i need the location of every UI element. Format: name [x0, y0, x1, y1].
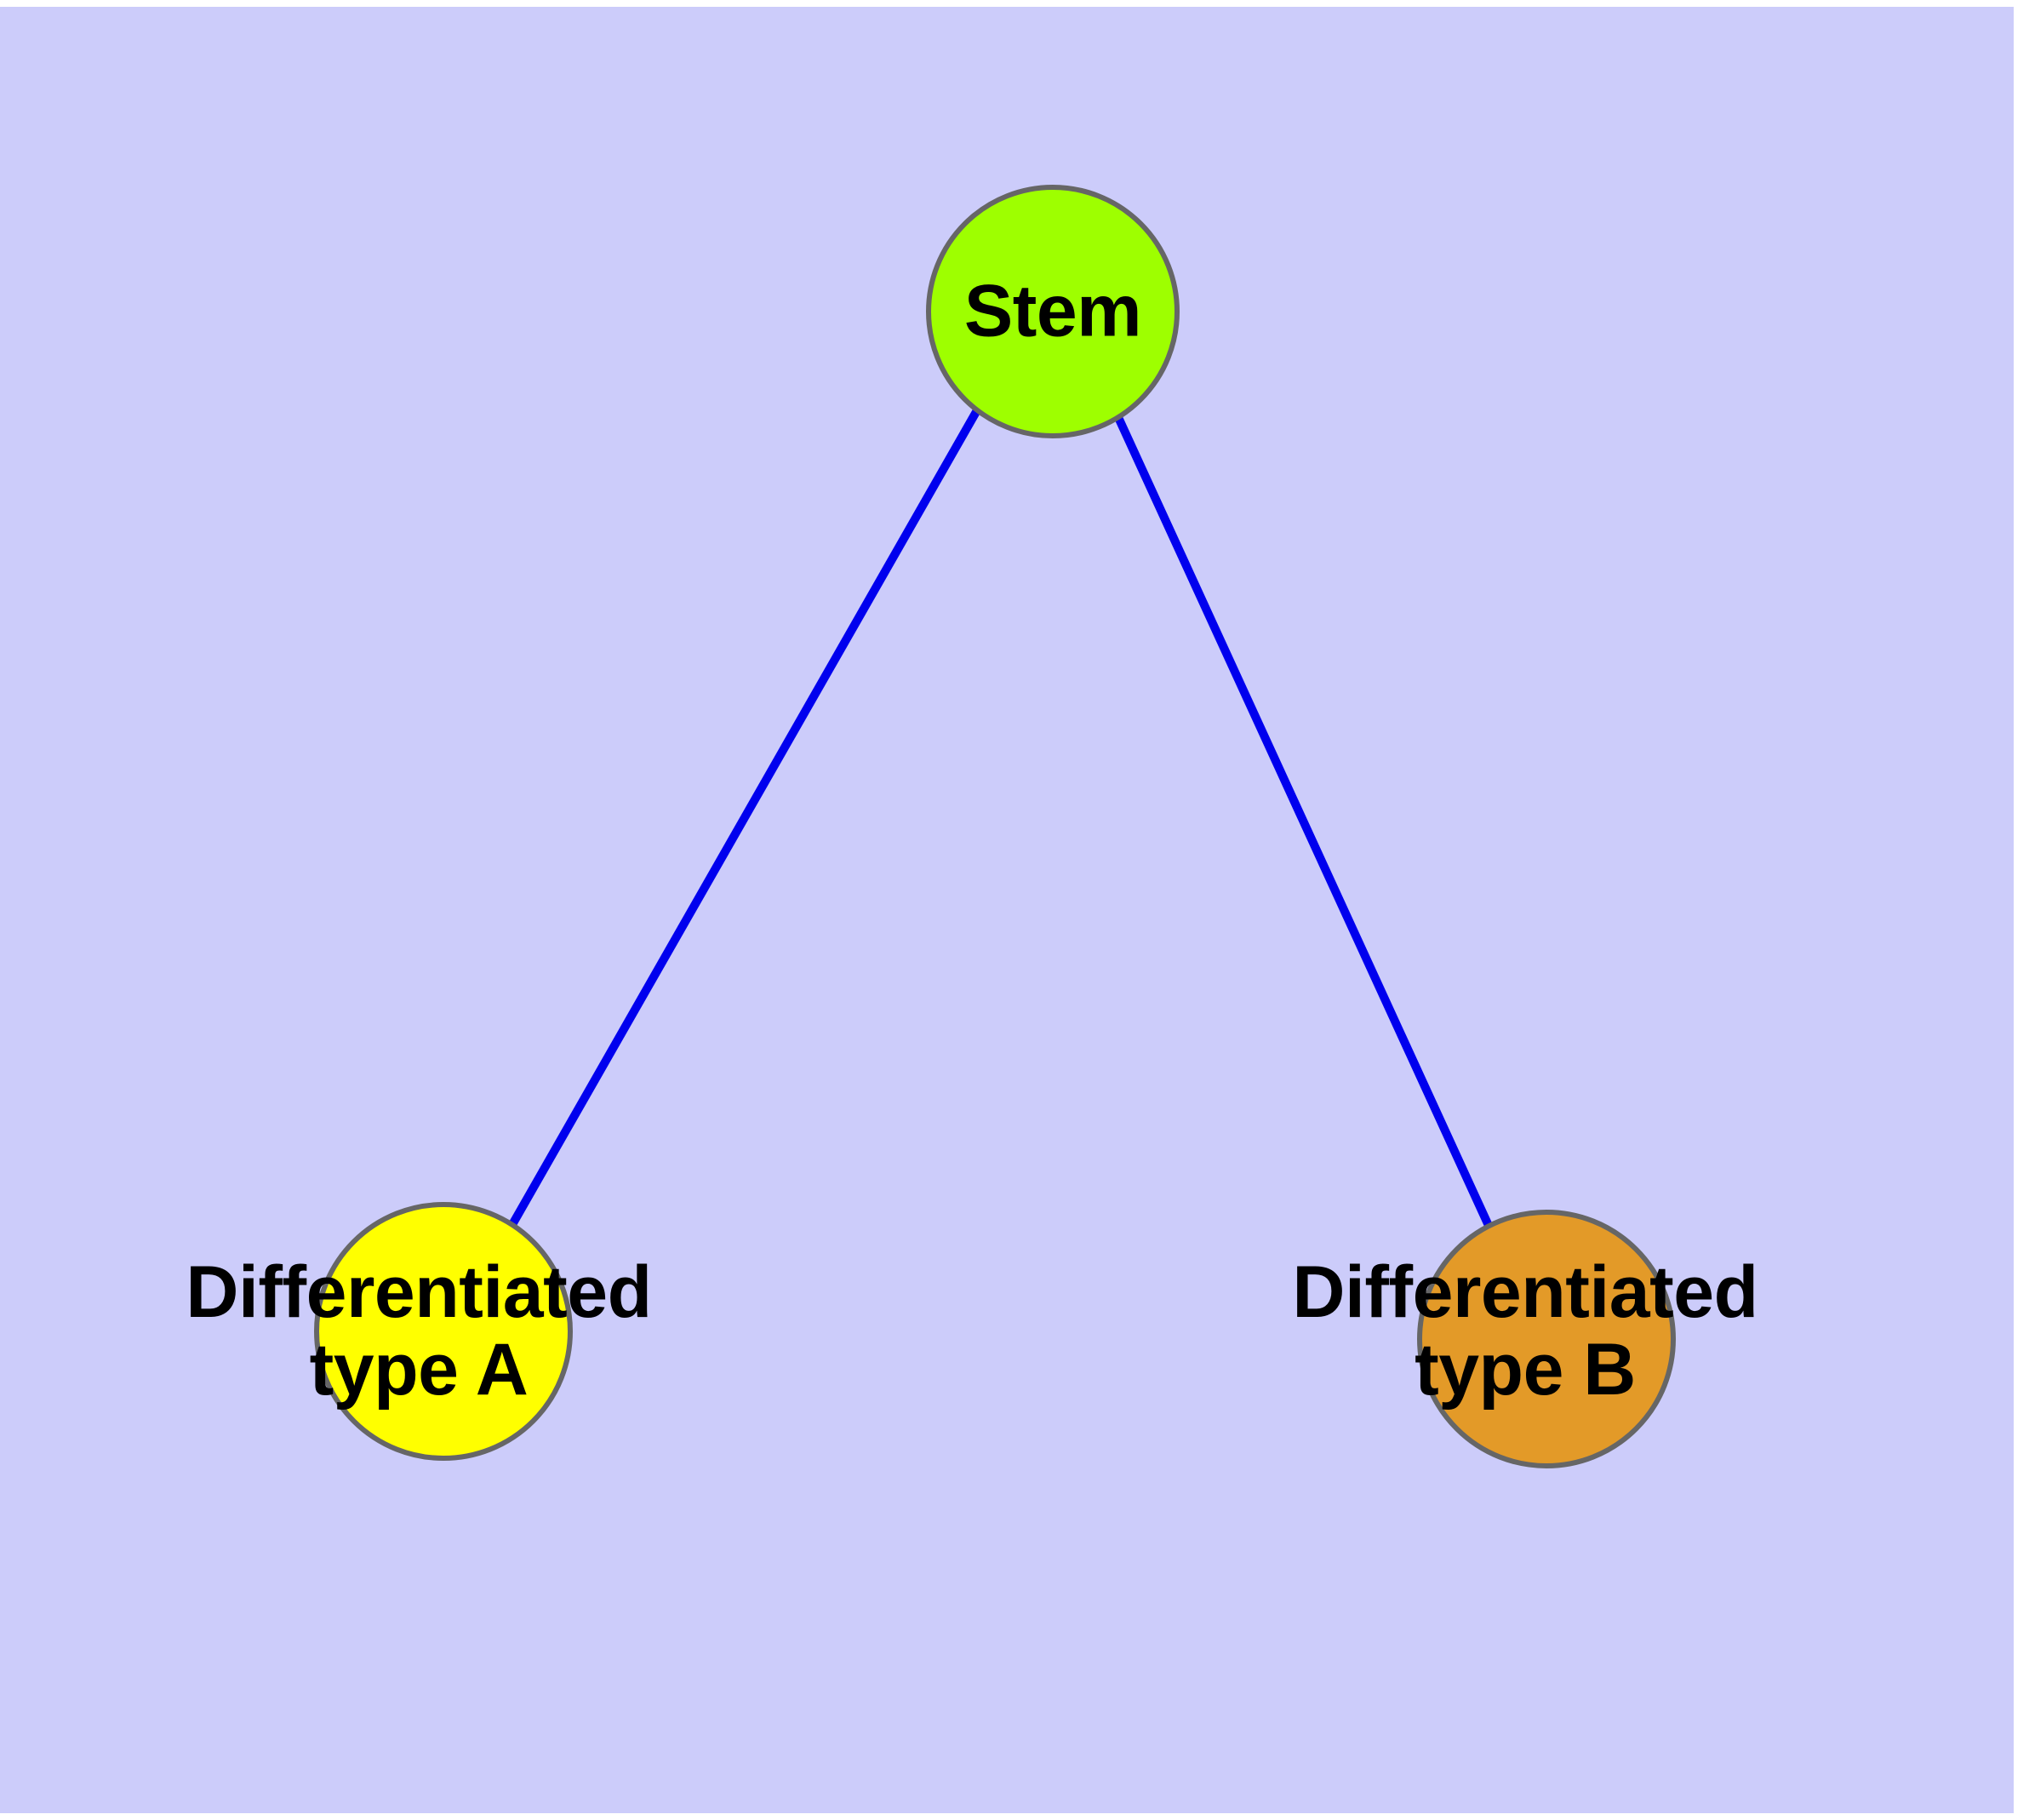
node-differentiated-type-a[interactable] [314, 1202, 573, 1461]
node-stem[interactable] [926, 185, 1180, 438]
edge-layer [506, 408, 1495, 1232]
graph-svg [314, 185, 1676, 1468]
node-layer [314, 185, 1676, 1468]
edge-stem-to-diff-b[interactable] [1112, 411, 1495, 1232]
edge-stem-to-diff-a[interactable] [506, 408, 981, 1230]
diagram-plot-area: Stem Differentiated type A Differentiate… [0, 7, 2014, 1813]
node-differentiated-type-b[interactable] [1417, 1210, 1676, 1468]
